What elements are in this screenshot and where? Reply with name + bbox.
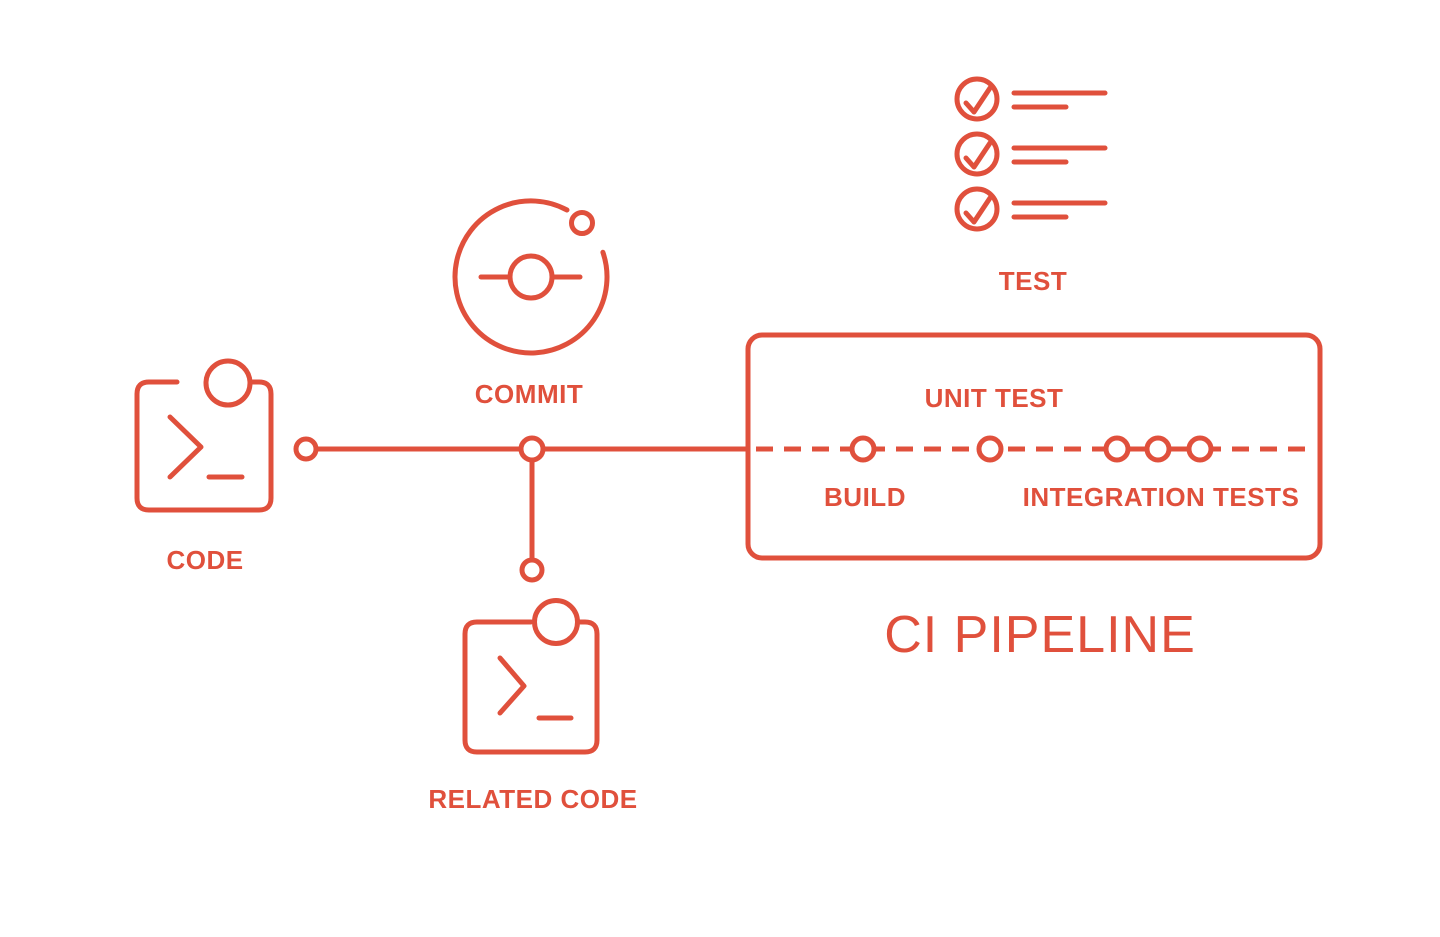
check-circle — [954, 131, 1000, 177]
pipeline-node-integration-1 — [1103, 435, 1131, 463]
branch-node-related — [519, 557, 545, 583]
branch-nodes — [293, 435, 546, 583]
branch-node-junction — [518, 435, 546, 463]
terminal-window-icon — [134, 358, 274, 513]
build-stage-label: BUILD — [824, 482, 906, 512]
check-mark-icon — [963, 140, 993, 170]
code-label: CODE — [166, 545, 243, 575]
terminal-window-icon — [462, 598, 600, 755]
terminal-frame — [462, 619, 600, 755]
commit-label: COMMIT — [475, 379, 583, 409]
integration-tests-stage-label: INTEGRATION TESTS — [1023, 482, 1300, 512]
check-mark-icon — [963, 195, 993, 225]
orbit-satellite-circle — [569, 210, 595, 236]
check-circle — [954, 186, 1000, 232]
pipeline-node-build — [849, 435, 877, 463]
pipeline-title: CI PIPELINE — [884, 606, 1196, 664]
pipeline-node-integration-3 — [1186, 435, 1214, 463]
branch-node-start — [293, 436, 319, 462]
pipeline-node-integration-2 — [1144, 435, 1172, 463]
orbit-arc — [452, 198, 610, 356]
pin-circle — [532, 598, 580, 646]
prompt-chevron — [167, 414, 204, 480]
pin-circle — [203, 358, 253, 408]
pipeline-node-unit-test — [976, 435, 1004, 463]
related-code-label: RELATED CODE — [428, 784, 637, 814]
check-circle — [954, 76, 1000, 122]
pipeline-border — [745, 332, 1323, 561]
prompt-chevron — [497, 655, 527, 716]
pipeline-box — [745, 332, 1323, 561]
terminal-frame — [134, 379, 274, 513]
commit-dot — [507, 253, 555, 301]
test-label: TEST — [999, 266, 1067, 296]
check-mark-icon — [963, 85, 993, 115]
unit-test-stage-label: UNIT TEST — [925, 383, 1064, 413]
checklist-icon — [954, 76, 1108, 232]
branch-connectors — [306, 446, 748, 570]
git-commit-icon — [452, 198, 610, 356]
